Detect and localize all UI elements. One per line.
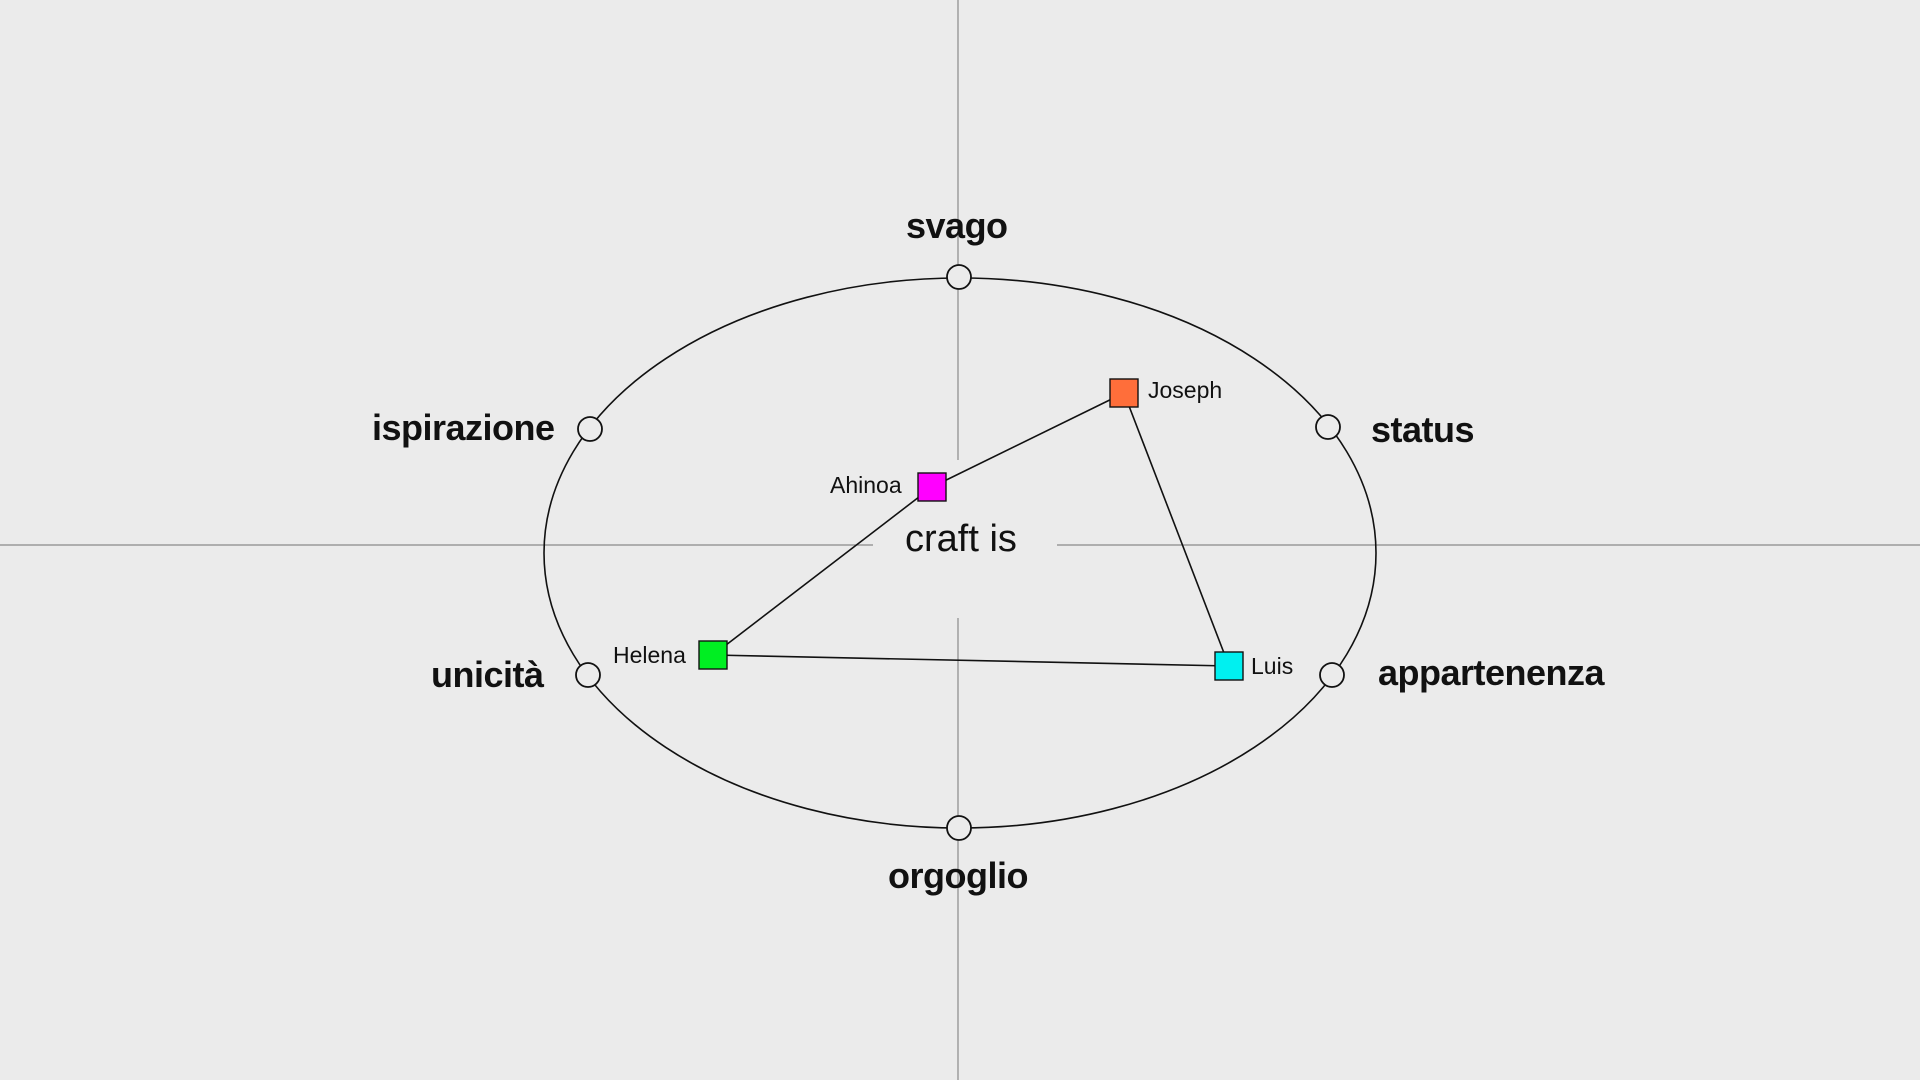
axis-handle-orgoglio[interactable] [946, 815, 972, 841]
axis-handle-ispirazione[interactable] [577, 416, 603, 442]
axis-handle-appartenenza[interactable] [1319, 662, 1345, 688]
axis-label-appartenenza: appartenenza [1378, 652, 1605, 693]
axis-label-orgoglio: orgoglio [888, 855, 1028, 896]
connection-joseph-luis [1123, 392, 1230, 667]
person-marker-helena[interactable] [698, 640, 728, 670]
axis-label-ispirazione: ispirazione [372, 407, 555, 448]
person-marker-joseph[interactable] [1109, 378, 1139, 408]
connections [712, 392, 1230, 667]
axis-handle-unicita[interactable] [575, 662, 601, 688]
person-label-joseph: Joseph [1148, 377, 1223, 403]
person-label-luis: Luis [1251, 653, 1294, 679]
person-marker-luis[interactable] [1214, 651, 1244, 681]
axis-handle-svago[interactable] [946, 264, 972, 290]
person-label-helena: Helena [613, 642, 686, 668]
axis-label-unicita: unicità [431, 654, 544, 695]
center-title: craft is [905, 518, 1017, 560]
connection-luis-helena [712, 654, 1230, 667]
axis-handle-status[interactable] [1315, 414, 1341, 440]
connection-ahinoa-joseph [931, 392, 1125, 488]
axis-label-svago: svago [906, 205, 1008, 246]
person-marker-ahinoa[interactable] [917, 472, 947, 502]
connection-helena-ahinoa [712, 486, 933, 656]
axis-label-status: status [1371, 409, 1475, 450]
person-label-ahinoa: Ahinoa [830, 472, 902, 498]
